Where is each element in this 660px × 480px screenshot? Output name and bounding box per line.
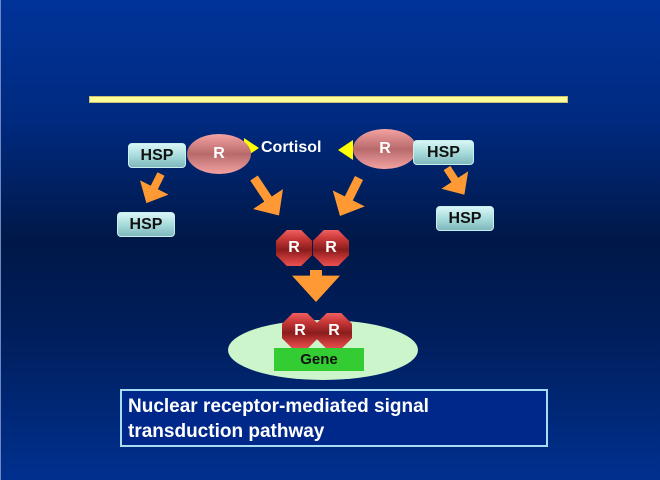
receptor-left: R xyxy=(187,134,251,174)
receptor-right: R xyxy=(353,129,417,169)
cortisol-label: Cortisol xyxy=(261,139,322,156)
title-divider xyxy=(89,96,568,103)
hsp-right-bound: HSP xyxy=(413,140,474,165)
arrow-right-receptor-to-dimer xyxy=(332,175,365,217)
arrow-hsp-release-right xyxy=(441,165,469,195)
hsp-right-released: HSP xyxy=(436,206,494,231)
arrow-left-receptor-to-dimer xyxy=(250,175,283,216)
dimer-receptor-1: R xyxy=(276,230,312,266)
bound-dimer-receptor-1: R xyxy=(282,313,318,349)
hsp-left-bound: HSP xyxy=(128,143,186,168)
hsp-left-released: HSP xyxy=(117,212,175,237)
caption-box: Nuclear receptor-mediated signal transdu… xyxy=(120,389,548,447)
gene-box: Gene xyxy=(274,348,364,371)
bound-dimer-receptor-2: R xyxy=(316,313,352,349)
arrow-hsp-release-left xyxy=(139,172,169,204)
cortisol-wedge-right xyxy=(338,140,353,160)
caption-line-1: Nuclear receptor-mediated signal xyxy=(128,396,429,417)
dimer-receptor-2: R xyxy=(313,230,349,266)
caption-line-2: transduction pathway xyxy=(128,421,325,442)
